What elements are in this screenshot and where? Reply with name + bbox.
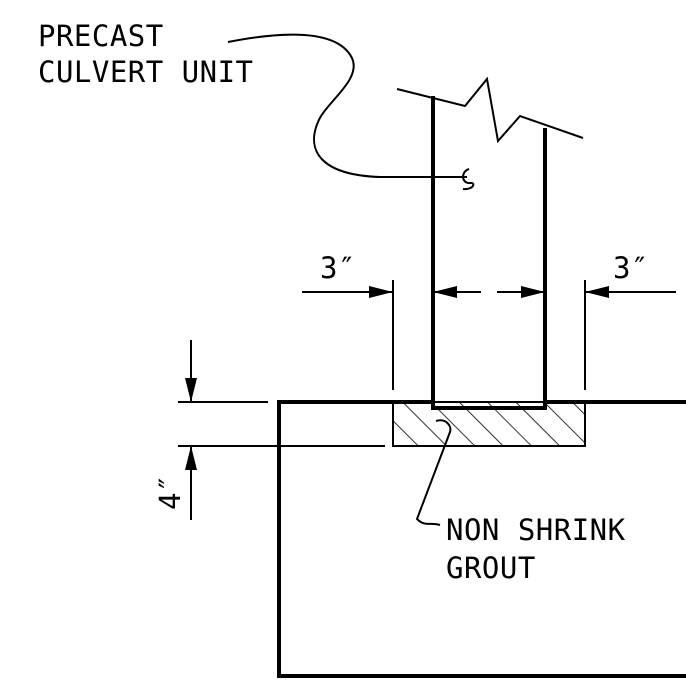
label-non-shrink: NON SHRINK	[446, 513, 626, 547]
dim-label-left: 3″	[320, 251, 356, 285]
dimension-depth	[178, 340, 385, 520]
culvert-leader	[227, 33, 467, 178]
dimension-left	[302, 280, 481, 390]
grout-leader	[415, 419, 452, 526]
dim-label-right: 3″	[613, 251, 649, 285]
break-line	[396, 76, 584, 144]
label-precast: PRECAST	[38, 19, 164, 53]
label-grout: GROUT	[446, 551, 536, 585]
dimension-right	[497, 280, 676, 390]
culvert-wall	[431, 96, 547, 410]
dim-label-depth: 4″	[153, 474, 187, 510]
culvert-leader-tail	[462, 168, 475, 191]
label-culvert-unit: CULVERT UNIT	[38, 55, 254, 89]
